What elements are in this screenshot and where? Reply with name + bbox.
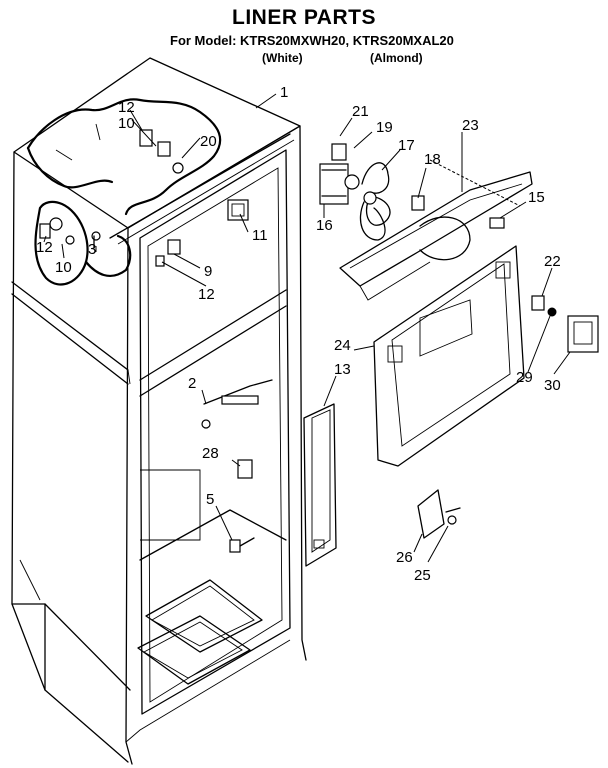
part-26-cover bbox=[417, 489, 461, 539]
callout-20: 20 bbox=[200, 133, 217, 150]
top-switch-parts bbox=[39, 129, 249, 249]
model-line: For Model: KTRS20MXWH20, KTRS20MXAL20 bbox=[170, 33, 454, 48]
callout-28: 28 bbox=[202, 445, 219, 462]
callout-29: 29 bbox=[516, 369, 533, 386]
callout-2: 2 bbox=[188, 375, 196, 392]
part-13-channel bbox=[303, 403, 337, 567]
callout-21: 21 bbox=[352, 103, 369, 120]
callout-10-left: 10 bbox=[55, 259, 72, 276]
leader-lines bbox=[43, 93, 571, 563]
callout-23: 23 bbox=[462, 117, 479, 134]
callout-3: 3 bbox=[88, 241, 96, 258]
callout-1: 1 bbox=[280, 84, 288, 101]
variant-almond-label: (Almond) bbox=[370, 51, 423, 65]
part-23-fan-shroud bbox=[339, 159, 533, 301]
wiring-harness bbox=[26, 98, 222, 286]
callout-11: 11 bbox=[252, 227, 268, 244]
part-24-panel bbox=[373, 245, 525, 467]
callout-5: 5 bbox=[206, 491, 214, 508]
callout-24: 24 bbox=[334, 337, 351, 354]
callout-19: 19 bbox=[376, 119, 393, 136]
callout-16: 16 bbox=[316, 217, 333, 234]
callout-9: 9 bbox=[204, 263, 212, 280]
interior-parts bbox=[155, 239, 273, 553]
light-socket-parts bbox=[531, 295, 599, 353]
liner-cabinet bbox=[11, 57, 307, 765]
callout-15: 15 bbox=[528, 189, 545, 206]
callout-labels: 1 12 10 20 12 10 3 11 9 12 2 28 5 13 21 … bbox=[36, 84, 561, 584]
callout-18: 18 bbox=[424, 151, 441, 168]
callout-12-top: 12 bbox=[118, 99, 135, 116]
callout-13: 13 bbox=[334, 361, 351, 378]
diagram-title: LINER PARTS bbox=[232, 6, 376, 29]
callout-22: 22 bbox=[544, 253, 561, 270]
callout-26: 26 bbox=[396, 549, 413, 566]
fan-motor-assembly bbox=[319, 143, 425, 241]
callout-17: 17 bbox=[398, 137, 415, 154]
callout-12-left: 12 bbox=[36, 239, 53, 256]
callout-25: 25 bbox=[414, 567, 431, 584]
variant-white-label: (White) bbox=[262, 51, 303, 65]
callout-12-mid: 12 bbox=[198, 286, 215, 303]
callout-10-top: 10 bbox=[118, 115, 135, 132]
callout-30: 30 bbox=[544, 377, 561, 394]
